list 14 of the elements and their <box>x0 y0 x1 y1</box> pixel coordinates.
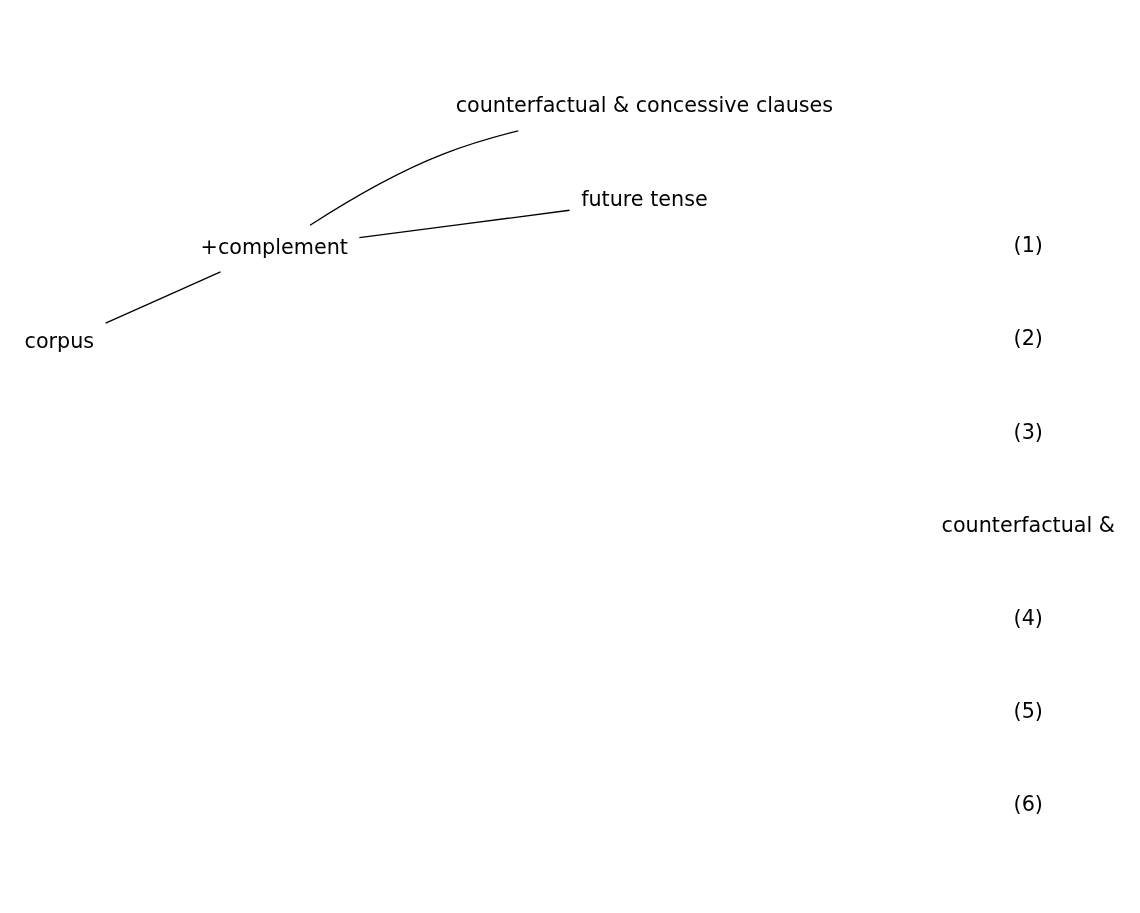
node-text: corpus <box>24 328 95 353</box>
label: counterfactual & <box>941 512 1115 537</box>
label: (2) <box>1013 325 1043 350</box>
node-text: future tense <box>581 186 708 211</box>
connector <box>309 129 519 226</box>
label: (4) <box>1013 605 1043 630</box>
node-text: counterfactual & concessive clauses <box>455 92 834 117</box>
connector <box>105 270 222 324</box>
label: (3) <box>1013 419 1043 444</box>
label: (5) <box>1013 698 1043 723</box>
node-text: +complement <box>200 234 348 258</box>
connector <box>358 209 571 238</box>
label: (6) <box>1013 791 1043 816</box>
label: (1) <box>1013 232 1043 257</box>
